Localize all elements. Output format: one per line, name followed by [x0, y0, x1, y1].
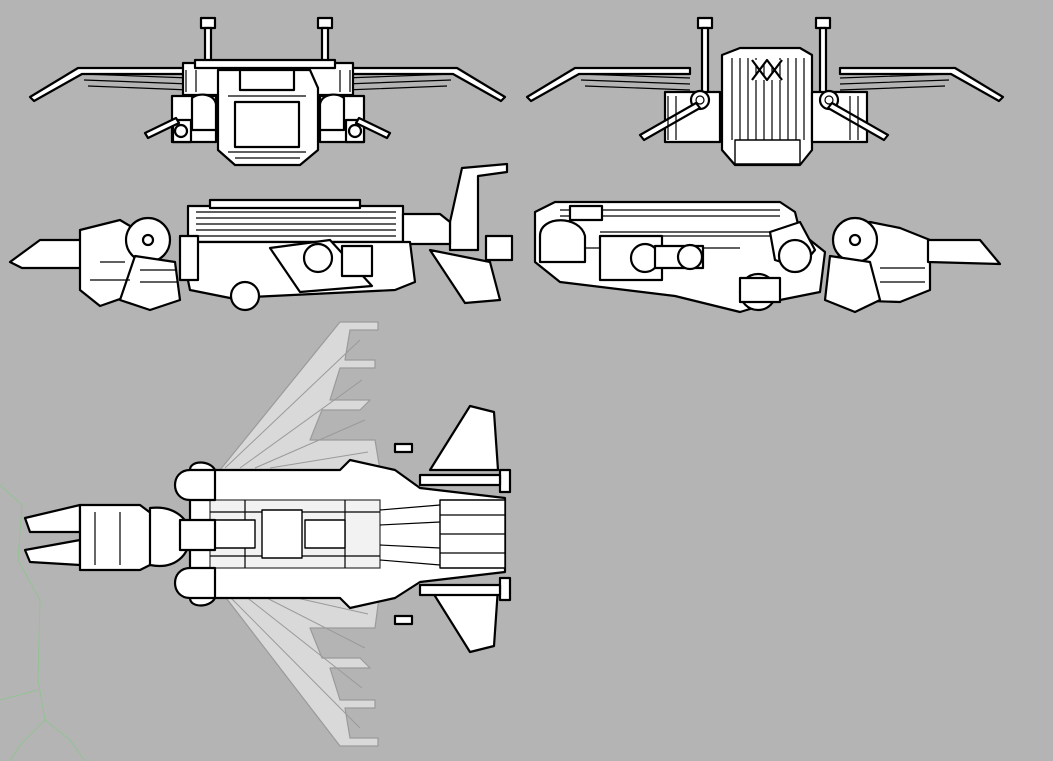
green-guide-lines: [0, 484, 86, 761]
rear-view: [525, 16, 1005, 167]
top-view: [23, 321, 512, 747]
right-side-view: [533, 200, 1002, 314]
front-view: [28, 16, 507, 167]
left-side-view: [8, 162, 514, 312]
